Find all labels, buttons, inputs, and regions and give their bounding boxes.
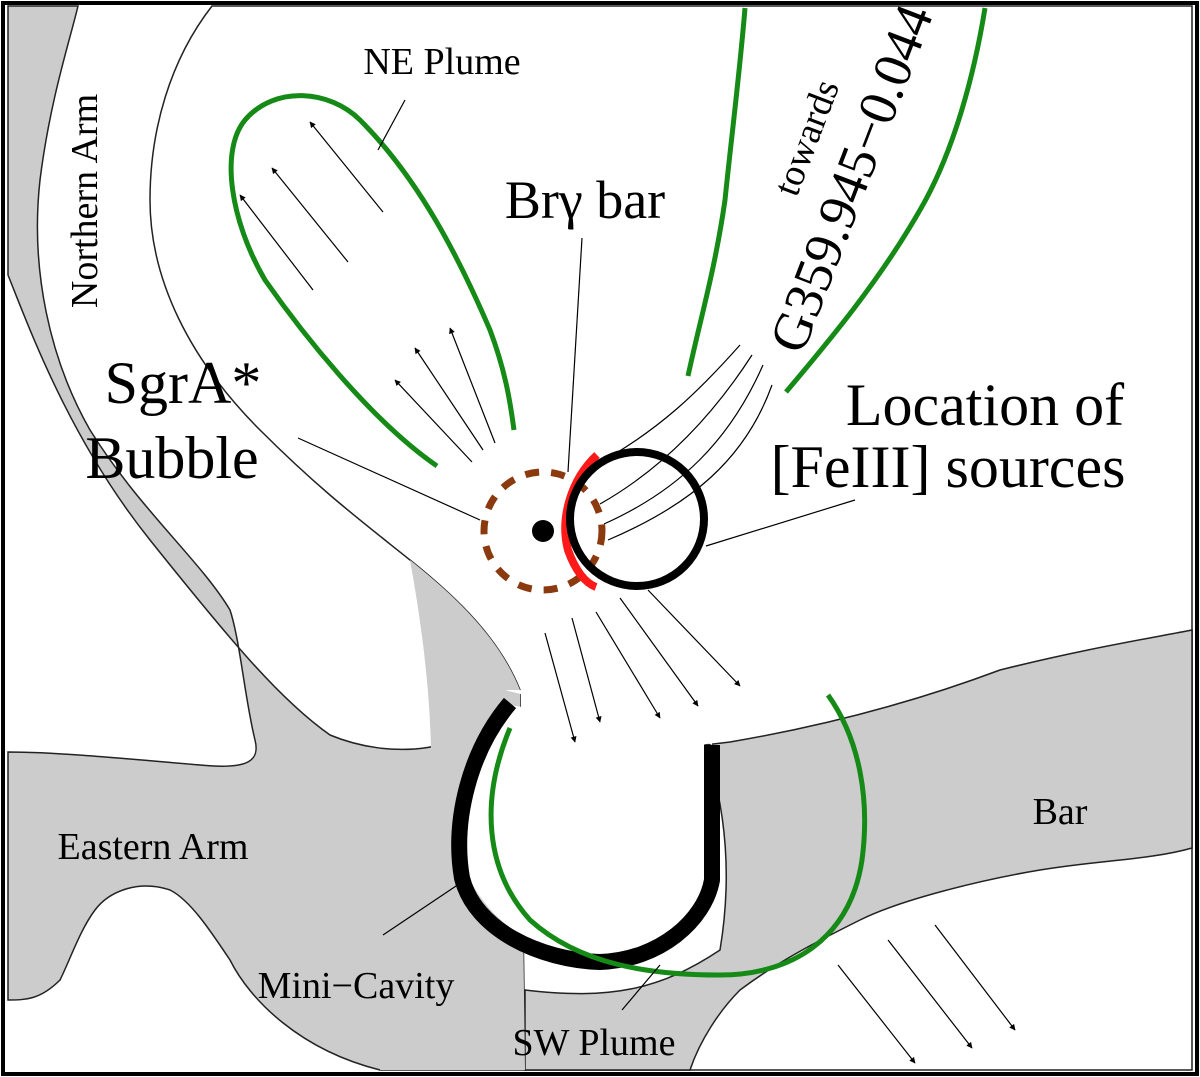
leader-sw-plume	[621, 964, 661, 1011]
leader-ne-plume	[377, 99, 406, 151]
label-location-line2: [FeIII] sources	[771, 434, 1126, 500]
leader-feiii	[705, 499, 856, 547]
mini-cavity-outline	[451, 697, 720, 970]
ne-flow-arrow-3	[239, 194, 314, 291]
sw-plume-outline	[488, 693, 868, 978]
ne-flow-arrow-5	[414, 347, 484, 451]
ne-flow-arrow-6	[394, 379, 473, 463]
label-location-line1: Location of	[846, 372, 1124, 438]
br-gamma-bar	[561, 452, 600, 591]
jet-left-edge	[685, 7, 748, 377]
bar-flow-arrow-2	[887, 939, 973, 1049]
label-northern-arm: Northern Arm	[64, 94, 106, 308]
mini-cavity-interior	[464, 705, 715, 960]
sgra-bubble	[480, 468, 606, 594]
sw-flow-arrow-5	[647, 589, 741, 687]
sw-flow-arrow-1	[544, 632, 577, 743]
jet-streamline-2	[599, 354, 753, 505]
ne-flow-arrow-2	[271, 167, 349, 263]
bar-flow-arrow-1	[837, 964, 916, 1064]
label-br-gamma-bar: Brγ bar	[505, 170, 665, 230]
sw-flow-arrow-4	[619, 597, 699, 707]
gas-region-center	[380, 560, 525, 1070]
label-mini-cavity: Mini−Cavity	[258, 965, 455, 1007]
sw-flow-arrow-2	[571, 617, 602, 723]
leader-br-gamma	[567, 237, 583, 473]
label-ne-plume: NE Plume	[363, 41, 520, 83]
label-sw-plume: SW Plume	[513, 1022, 676, 1064]
bar-flow-arrow-3	[934, 924, 1016, 1031]
jet-right-edge	[784, 7, 988, 394]
label-bar: Bar	[1033, 791, 1088, 833]
feiii-source-circle	[566, 448, 708, 590]
label-sgra-line1: SgrA*	[105, 350, 262, 416]
ne-plume-outline	[228, 93, 517, 469]
sw-flow-arrow-3	[595, 611, 661, 719]
label-sgra-line2: Bubble	[85, 425, 258, 491]
leader-sgra-bubble	[297, 437, 481, 521]
leader-mini-cavity	[382, 881, 463, 936]
label-eastern-arm: Eastern Arm	[57, 826, 248, 868]
ne-flow-arrow-1	[309, 121, 384, 213]
ne-flow-arrow-4	[449, 327, 496, 444]
jet-streamline-3	[603, 364, 764, 525]
jet-streamline-4	[607, 384, 773, 541]
sgra-star-dot	[532, 520, 554, 542]
